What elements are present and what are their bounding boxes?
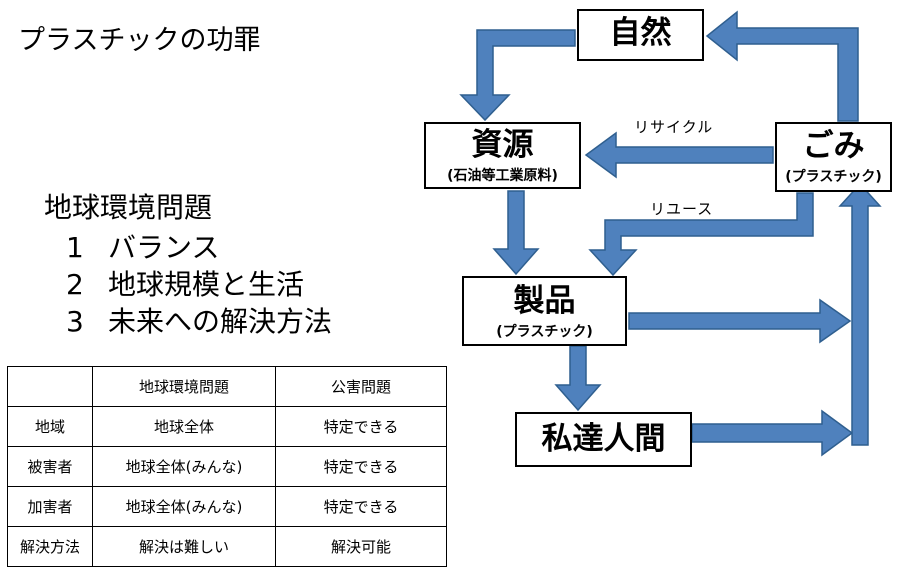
node-resource-sublabel: (石油等工業原料)	[447, 168, 558, 184]
table-cell: 被害者	[7, 446, 93, 487]
table-row: 被害者 地球全体(みんな) 特定できる	[7, 446, 447, 487]
node-people: 私達人間	[515, 412, 692, 467]
node-nature: 自然	[577, 9, 704, 61]
table-cell	[7, 366, 93, 407]
table-cell: 特定できる	[275, 486, 447, 527]
issues-heading: 地球環境問題	[44, 191, 213, 224]
node-product: 製品 (プラスチック)	[462, 276, 627, 346]
node-garbage-label: ごみ	[802, 128, 865, 164]
reuse-label: リユース	[650, 200, 714, 218]
node-resource: 資源 (石油等工業原料)	[424, 122, 581, 189]
issue-text: 地球規模と生活	[108, 268, 305, 301]
table-cell: 解決は難しい	[92, 526, 276, 567]
arrow-reuse	[588, 192, 814, 277]
node-resource-label: 資源	[471, 127, 534, 163]
issue-number: 1	[66, 231, 84, 264]
table-row: 解決方法 解決は難しい 解決可能	[7, 526, 447, 567]
table-header-cell: 地球環境問題	[92, 366, 276, 407]
arrow-people-to-loop	[691, 409, 854, 457]
comparison-table: 地球環境問題 公害問題 地域 地球全体 特定できる 被害者 地球全体(みんな) …	[7, 366, 447, 567]
node-garbage-sublabel: (プラスチック)	[785, 169, 882, 185]
table-cell: 地球全体(みんな)	[92, 486, 276, 527]
page-title: プラスチックの功罪	[18, 25, 261, 56]
arrow-product-to-loop	[628, 298, 852, 344]
node-product-label: 製品	[513, 283, 576, 319]
table-cell: 地域	[7, 406, 93, 447]
table-cell: 地球全体	[92, 406, 276, 447]
recycle-label: リサイクル	[634, 118, 714, 136]
arrow-garbage-to-nature	[705, 10, 859, 122]
table-cell: 解決可能	[275, 526, 447, 567]
issue-item-3: 3 未来への解決方法	[66, 300, 332, 340]
table-header-cell: 公害問題	[275, 366, 447, 407]
table-cell: 解決方法	[7, 526, 93, 567]
arrow-product-to-people	[554, 345, 602, 412]
arrow-nature-to-resource	[459, 29, 576, 122]
table-cell: 特定できる	[275, 406, 447, 447]
arrow-recycle	[584, 131, 774, 179]
issue-text: バランス	[108, 231, 220, 264]
issue-text: 未来への解決方法	[108, 305, 333, 338]
node-people-label: 私達人間	[541, 421, 666, 457]
node-nature-label: 自然	[609, 15, 672, 51]
issue-item-1: 1 バランス	[66, 226, 219, 266]
table-cell: 特定できる	[275, 446, 447, 487]
issue-number: 3	[66, 305, 84, 338]
issue-item-2: 2 地球規模と生活	[66, 263, 304, 303]
node-garbage: ごみ (プラスチック)	[775, 122, 892, 192]
arrow-resource-to-product	[492, 190, 540, 276]
table-row: 地域 地球全体 特定できる	[7, 406, 447, 447]
issue-number: 2	[66, 268, 84, 301]
arrow-loop-to-garbage	[838, 182, 882, 446]
table-row: 加害者 地球全体(みんな) 特定できる	[7, 486, 447, 527]
node-product-sublabel: (プラスチック)	[496, 324, 593, 340]
table-cell: 加害者	[7, 486, 93, 527]
table-header-row: 地球環境問題 公害問題	[7, 366, 447, 407]
